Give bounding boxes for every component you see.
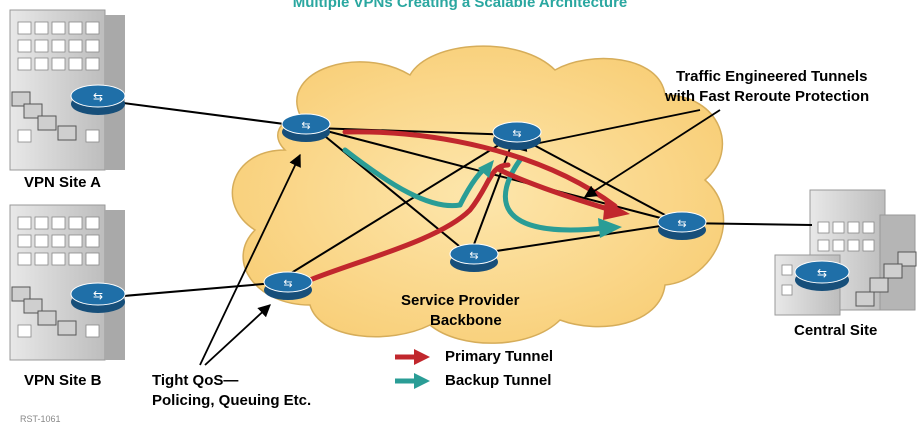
site-a-workstations (11, 91, 77, 141)
svg-text:⇆: ⇆ (301, 119, 310, 132)
router-central-site: ⇆ (794, 260, 850, 291)
svg-text:⇆: ⇆ (93, 288, 103, 302)
label-central-site: Central Site (794, 322, 878, 339)
label-site-a: VPN Site A (24, 174, 101, 191)
annotation-arrows (199, 109, 721, 366)
network-links (99, 99, 813, 299)
label-site-b: VPN Site B (24, 372, 102, 389)
router-pe-central: ⇆ (657, 211, 707, 240)
legend-backup-arrow (395, 373, 430, 389)
diagram-title: Multiple VPNs Creating a Scalable Archit… (292, 0, 628, 11)
label-backbone-line2: Backbone (430, 312, 502, 329)
svg-text:⇆: ⇆ (283, 277, 292, 290)
router-pe-a: ⇆ (281, 113, 331, 142)
site-b-building (9, 204, 125, 361)
legend-backup-label: Backup Tunnel (445, 372, 552, 389)
svg-text:⇆: ⇆ (469, 249, 478, 262)
legend-primary-arrow (395, 349, 430, 365)
label-qos-line2: Policing, Queuing Etc. (152, 392, 312, 409)
central-site-buildings (774, 189, 916, 316)
svg-text:⇆: ⇆ (677, 217, 686, 230)
label-backbone-line1: Service Provider (401, 292, 520, 309)
svg-text:⇆: ⇆ (93, 90, 103, 104)
label-qos-line1: Tight QoS— (152, 372, 239, 389)
router-pe-b: ⇆ (263, 271, 313, 300)
router-site-a: ⇆ (70, 84, 126, 115)
central-workstations (855, 251, 917, 307)
router-core-bottom: ⇆ (449, 243, 499, 272)
tunnel-arrowheads (478, 160, 630, 238)
slide-id: RST-1061 (20, 414, 61, 424)
site-b-workstations (11, 286, 77, 336)
router-site-b: ⇆ (70, 282, 126, 313)
label-te-tunnels-line2: with Fast Reroute Protection (665, 88, 870, 105)
legend-primary-label: Primary Tunnel (445, 348, 554, 365)
svg-text:⇆: ⇆ (512, 127, 521, 140)
label-te-tunnels-line1: Traffic Engineered Tunnels (676, 68, 868, 85)
svg-text:⇆: ⇆ (817, 266, 827, 280)
router-core-top: ⇆ (492, 121, 542, 150)
